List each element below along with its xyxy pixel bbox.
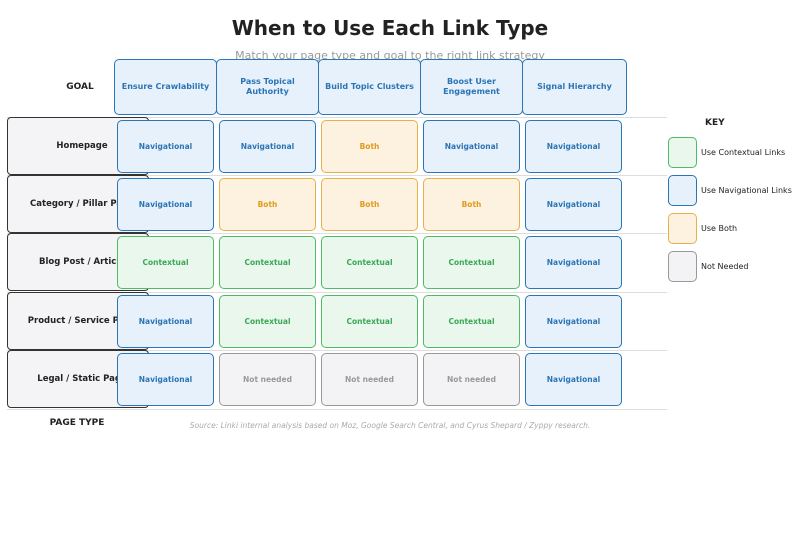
- matrix-cell: Contextual: [321, 236, 418, 289]
- matrix-cell: Navigational: [525, 236, 622, 289]
- key-label: Not Needed: [701, 262, 749, 271]
- matrix-cell: Navigational: [525, 295, 622, 348]
- matrix-cell: Contextual: [219, 295, 316, 348]
- matrix-cell: Both: [219, 178, 316, 231]
- matrix-cell: Contextual: [219, 236, 316, 289]
- chart-title: When to Use Each Link Type: [231, 16, 549, 40]
- key-swatch-contextual: [668, 137, 697, 168]
- key-label: Use Navigational Links: [701, 186, 792, 195]
- key-label: Use Both: [701, 224, 738, 233]
- matrix-cell: Contextual: [321, 295, 418, 348]
- row-divider: [7, 233, 667, 234]
- matrix-cell: Contextual: [423, 295, 520, 348]
- key-title: KEY: [705, 118, 725, 128]
- key-label: Use Contextual Links: [701, 148, 786, 157]
- matrix-cell: Navigational: [117, 295, 214, 348]
- goal-axis-label: GOAL: [66, 82, 94, 92]
- row-divider: [7, 409, 667, 410]
- row-divider: [7, 292, 667, 293]
- matrix-cell: Both: [423, 178, 520, 231]
- row-divider: [7, 350, 667, 351]
- goal-header-boost-user-engagement: Boost User Engagement: [420, 59, 523, 115]
- chart-subtitle: Match your page type and goal to the rig…: [235, 49, 545, 62]
- row-divider: [7, 175, 667, 176]
- matrix-cell: Navigational: [525, 120, 622, 173]
- key-swatch-not-needed: [668, 251, 697, 282]
- matrix-cell: Contextual: [423, 236, 520, 289]
- goal-header-signal-hierarchy: Signal Hierarchy: [522, 59, 627, 115]
- matrix-cell: Both: [321, 120, 418, 173]
- key-swatch-both: [668, 213, 697, 244]
- matrix-cell: Navigational: [423, 120, 520, 173]
- key-swatch-navigational: [668, 175, 697, 206]
- matrix-cell: Not needed: [321, 353, 418, 406]
- matrix-cell: Contextual: [117, 236, 214, 289]
- goal-header-pass-topical-authority: Pass Topical Authority: [216, 59, 319, 115]
- matrix-cell: Navigational: [525, 178, 622, 231]
- matrix-cell: Navigational: [117, 178, 214, 231]
- matrix-cell: Navigational: [117, 353, 214, 406]
- matrix-cell: Navigational: [525, 353, 622, 406]
- row-divider: [7, 117, 667, 118]
- goal-header-build-topic-clusters: Build Topic Clusters: [318, 59, 421, 115]
- matrix-cell: Both: [321, 178, 418, 231]
- source-note: Source: Linki internal analysis based on…: [189, 421, 591, 430]
- page-type-axis-label: PAGE TYPE: [49, 418, 105, 428]
- matrix-cell: Navigational: [219, 120, 316, 173]
- goal-header-ensure-crawlability: Ensure Crawlability: [114, 59, 217, 115]
- matrix-cell: Navigational: [117, 120, 214, 173]
- matrix-cell: Not needed: [423, 353, 520, 406]
- matrix-cell: Not needed: [219, 353, 316, 406]
